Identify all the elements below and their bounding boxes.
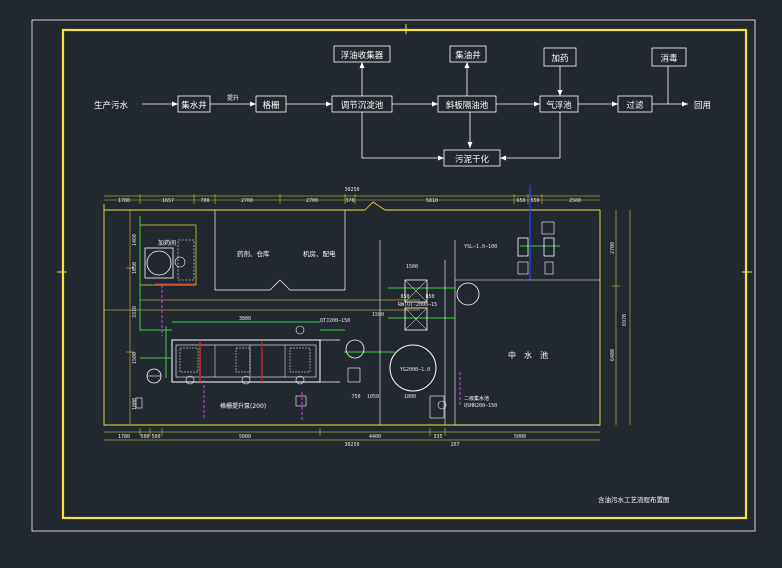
top-dim-9: 2500 [569,198,581,204]
note-pool: 二级集水池 [464,395,489,402]
flow-inclined-plate: 斜板隔油池 [446,100,489,111]
top-dim-8: 550 [530,198,539,204]
equip-a: QTJ200—150 [320,318,350,324]
flow-screen: 格栅 [262,100,280,111]
bottom-dim-4: 4400 [369,434,381,440]
inner-frame [61,28,748,520]
flow-oil-well: 集油井 [455,50,481,61]
equip-c: YG2000—1.0 [400,367,430,373]
bottom-dim-0: 1780 [118,434,130,440]
top-dimension-labels: 1780 1657 700 2700 2700 370 5810 650 550 2500 [118,198,581,204]
pipe-dim-0: 3800 [239,316,251,322]
pipe-dim-3: 850 [425,294,434,300]
flow-air-float: 气浮池 [546,100,572,111]
flow-source-label: 生产污水 [94,100,129,111]
top-dim-3: 2700 [241,198,253,204]
pipe-dim-5: 750 [351,394,360,400]
pipe-dim-1: 1500 [406,264,418,270]
bottom-dim-6: 5000 [514,434,526,440]
flow-oil-collector: 浮油收集器 [341,50,384,61]
bottom-dim-2: 500 [151,434,160,440]
top-dim-0: 1780 [118,198,130,204]
plan-layout [103,185,631,441]
top-dim-2: 700 [200,198,209,204]
bottom-dim-3: 5000 [239,434,251,440]
outer-frame [31,19,756,532]
left-dim-0: 1460 [132,234,138,246]
equip-e: QSHR200—150 [464,403,497,409]
flow-lift-label: 提升 [227,94,239,102]
process-flow [142,45,688,167]
right-dim-1: 6970 [622,314,628,326]
equip-b: RW(U)-2000—15 [398,302,437,308]
bottom-total: 30250 [344,442,359,448]
flow-equalization: 调节沉淀池 [341,100,384,111]
top-dim-7: 650 [516,198,525,204]
note-pump: 格栅提升泵(200) [220,402,266,410]
clear-pool-label: 中 水 池 [508,350,548,360]
flow-disinfect: 消毒 [660,53,678,64]
room-b-label: 机房、配电 [303,249,336,258]
left-dim-3: 1500 [132,352,138,364]
pipe-dim-2: 850 [400,294,409,300]
left-dimension-labels: 1460 1050 3310 1500 1800 [132,234,138,410]
top-dim-5: 370 [345,198,354,204]
dosing-room-label: 加药间 [158,239,176,247]
left-dim-1: 1050 [132,262,138,274]
overall-width: 30250 [344,187,359,193]
left-dim-2: 3310 [132,306,138,318]
top-dim-1: 1657 [162,198,174,204]
pipe-dim-6: 1050 [367,394,379,400]
flow-dosing: 加药 [551,53,568,64]
top-dim-6: 5810 [426,198,438,204]
right-dim-2: 6400 [610,349,616,361]
drawing-title: 含油污水工艺流程布置图 [598,495,670,504]
right-dimension-labels: 2700 6970 6400 [610,242,628,361]
pipe-dim-4: 1500 [372,312,384,318]
top-dim-4: 2700 [306,198,318,204]
left-dim-4: 1800 [132,398,138,410]
flow-sludge: 污泥干化 [455,154,490,165]
equip-d: YSL—1.0—100 [464,244,497,250]
flow-collect-well: 集水井 [181,100,207,111]
pipe-dim-7: 1800 [404,394,416,400]
right-dim-0: 2700 [610,242,616,254]
flow-filter: 过滤 [626,100,644,111]
pipe-dimension-labels: 3800 1500 850 850 1500 750 1050 1800 [239,264,435,400]
room-a-label: 药剂、仓库 [237,249,270,258]
bottom-dim-1: 500 [140,434,149,440]
bottom-dim-5: 335 [433,434,442,440]
bottom-total-b: 207 [450,442,459,448]
flow-reuse: 回用 [694,101,711,111]
